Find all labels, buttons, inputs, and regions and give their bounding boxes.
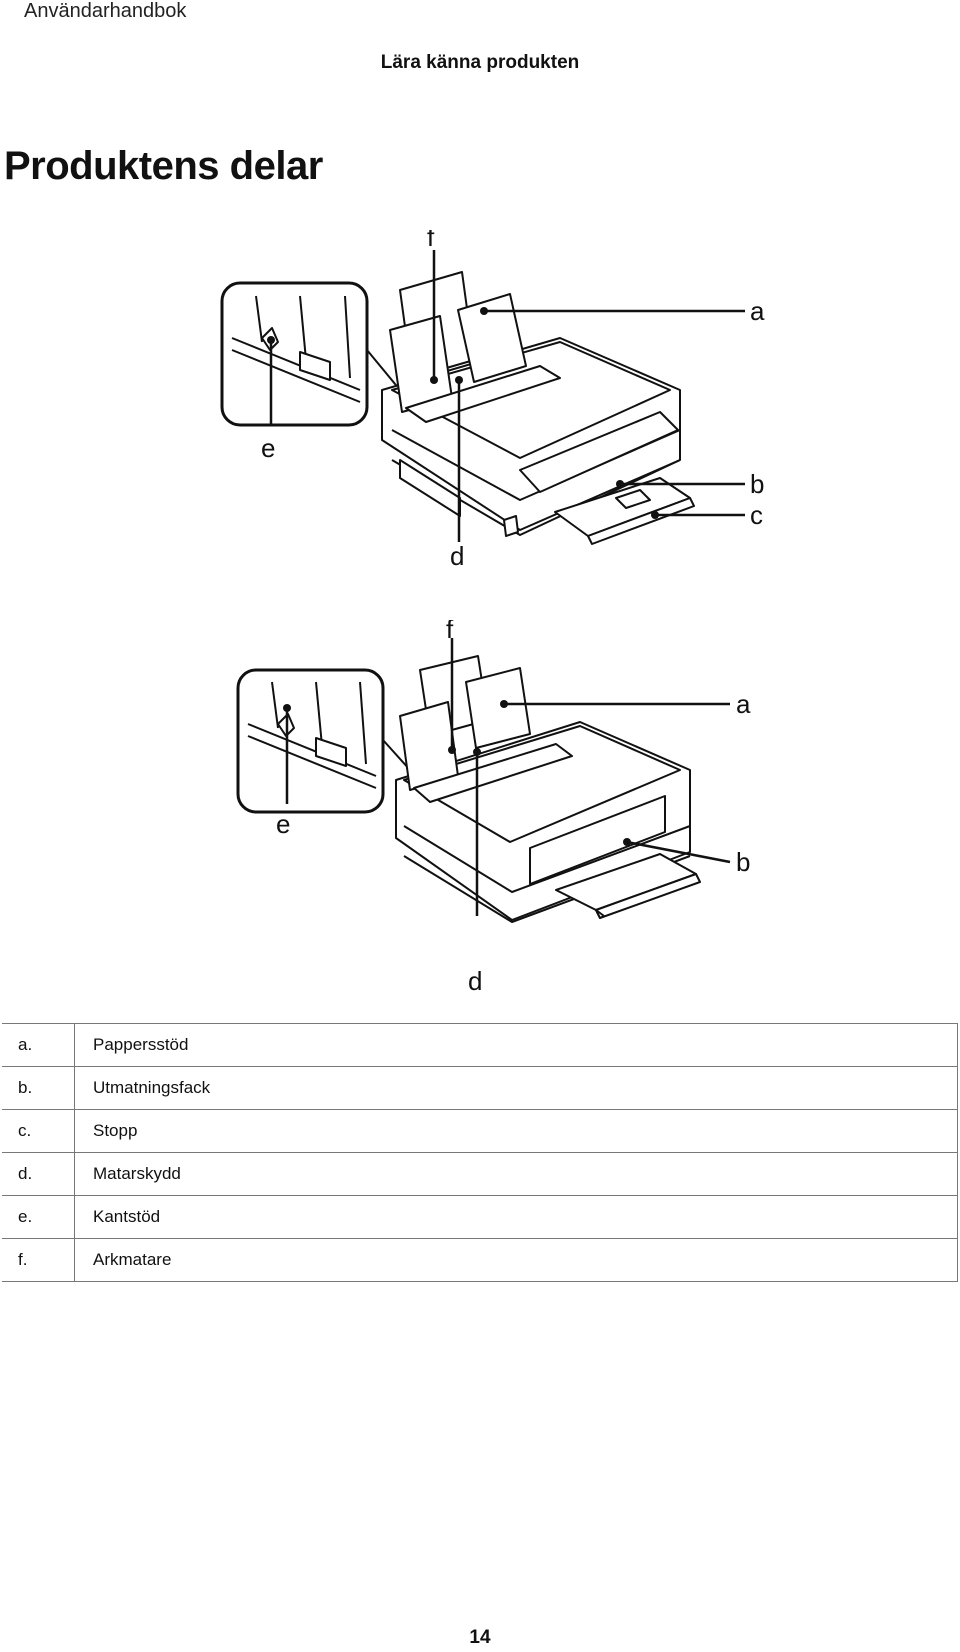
table-row: f. Arkmatare	[2, 1238, 958, 1282]
page-title: Produktens delar	[4, 144, 323, 188]
printer-figure-2: f a e b d	[0, 614, 960, 1005]
callout-dot-b	[623, 838, 631, 846]
printer-illustration-2: f a e b d	[236, 614, 751, 996]
page-number: 14	[469, 1627, 491, 1648]
table-row: d. Matarskydd	[2, 1152, 958, 1196]
part-letter: f.	[2, 1238, 75, 1282]
printer-illustration-1: f a e b c d	[220, 222, 765, 571]
label-b: b	[750, 469, 764, 499]
table-row: b. Utmatningsfack	[2, 1066, 958, 1110]
label-e: e	[261, 433, 275, 463]
callout-dot-b	[616, 480, 624, 488]
callout-dot-d	[473, 748, 481, 756]
part-name: Utmatningsfack	[74, 1066, 958, 1110]
table-row: e. Kantstöd	[2, 1195, 958, 1239]
manual-title: Användarhandbok	[24, 0, 187, 22]
table-row: a. Pappersstöd	[2, 1023, 958, 1067]
part-name: Matarskydd	[74, 1152, 958, 1196]
part-letter: c.	[2, 1109, 75, 1153]
label-f: f	[427, 230, 435, 252]
label-e: e	[276, 809, 290, 839]
part-letter: d.	[2, 1152, 75, 1196]
label-b: b	[736, 847, 750, 877]
callout-dot-f	[448, 746, 456, 754]
chapter-title: Lära känna produkten	[380, 52, 580, 73]
part-letter: a.	[2, 1023, 75, 1067]
label-a: a	[750, 296, 765, 326]
label-a: a	[736, 689, 751, 719]
callout-dot-c	[651, 511, 659, 519]
label-d: d	[450, 541, 464, 571]
label-f: f	[446, 620, 454, 644]
parts-table: a. Pappersstöd b. Utmatningsfack c. Stop…	[2, 1023, 958, 1282]
callout-dot-d	[455, 376, 463, 384]
table-row: c. Stopp	[2, 1109, 958, 1153]
printer-figure-1: f a e b c d	[0, 222, 960, 610]
callout-dot-a	[480, 307, 488, 315]
part-letter: b.	[2, 1066, 75, 1110]
part-letter: e.	[2, 1195, 75, 1239]
callout-dot-e	[267, 336, 275, 344]
part-name: Stopp	[74, 1109, 958, 1153]
callout-dot-e	[283, 704, 291, 712]
callout-dot-f	[430, 376, 438, 384]
label-c: c	[750, 500, 763, 530]
label-d: d	[468, 966, 482, 996]
part-name: Pappersstöd	[74, 1023, 958, 1067]
callout-dot-a	[500, 700, 508, 708]
part-name: Arkmatare	[74, 1238, 958, 1282]
part-name: Kantstöd	[74, 1195, 958, 1239]
